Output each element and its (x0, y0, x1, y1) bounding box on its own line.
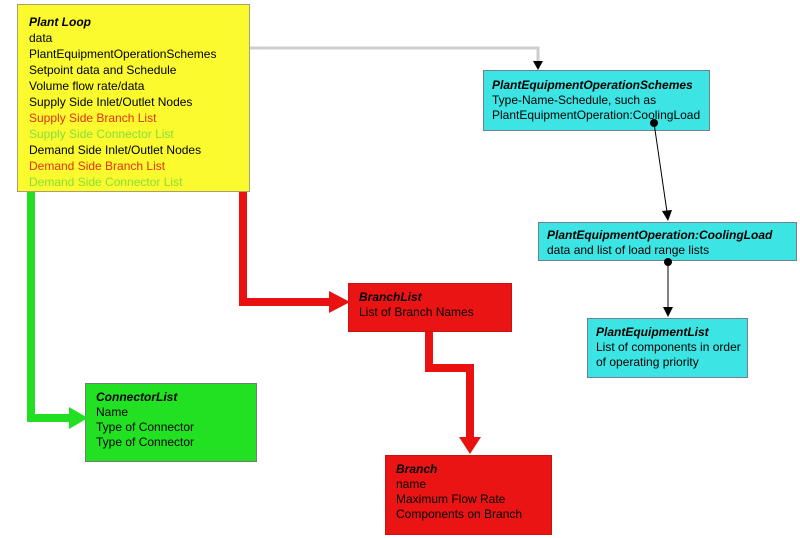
box-line: Supply Side Branch List (29, 111, 157, 125)
box-title: Branch (396, 462, 438, 476)
box-line: Demand Side Inlet/Outlet Nodes (29, 143, 202, 157)
box-line: Name (96, 405, 129, 419)
box-line: Type-Name-Schedule, such as (492, 93, 657, 107)
plant-loop-box: Plant Loop data PlantEquipmentOperationS… (17, 4, 250, 192)
plant-equipment-operation-schemes-box: PlantEquipmentOperationSchemes Type-Name… (483, 70, 710, 131)
box-line: Supply Side Inlet/Outlet Nodes (29, 95, 193, 109)
box-line: Demand Side Connector List (29, 175, 183, 189)
box-line: data (29, 31, 53, 45)
box-line: Supply Side Connector List (29, 127, 174, 141)
box-line: Type of Connector (96, 420, 195, 434)
plantloop-to-connectorlist-arrow (27, 192, 88, 429)
branchlist-to-branch-arrow (425, 332, 481, 454)
box-line: Demand Side Branch List (29, 159, 166, 173)
box-title: Plant Loop (29, 15, 91, 29)
box-line: Components on Branch (396, 507, 523, 521)
box-line: Maximum Flow Rate (396, 492, 506, 506)
box-title: PlantEquipmentList (596, 325, 709, 339)
box-line: List of components in order (596, 340, 741, 354)
box-line: of operating priority (596, 355, 699, 369)
plant-equipment-list-box: PlantEquipmentList List of components in… (587, 318, 748, 378)
box-line: PlantEquipmentOperationSchemes (29, 47, 217, 61)
box-line: name (396, 477, 427, 491)
connector-list-box: ConnectorList Name Type of Connector Typ… (85, 383, 257, 462)
branch-list-box: BranchList List of Branch Names (348, 283, 512, 332)
box-title: ConnectorList (96, 390, 178, 404)
box-line: Setpoint data and Schedule (29, 63, 177, 77)
plantloop-to-schemes-connector (250, 46, 543, 70)
box-line: data and list of load range lists (547, 243, 710, 257)
box-line: List of Branch Names (359, 305, 474, 319)
schemes-to-coolingload-connector (650, 119, 672, 221)
coolingload-to-equipmentlist-connector (663, 258, 673, 317)
box-line: PlantEquipmentOperation:CoolingLoad (492, 108, 701, 122)
plantloop-to-branchlist-arrow (239, 192, 350, 313)
box-title: PlantEquipmentOperationSchemes (492, 78, 693, 92)
cooling-load-box: PlantEquipmentOperation:CoolingLoad data… (538, 222, 797, 261)
box-line: Volume flow rate/data (29, 79, 145, 93)
branch-box: Branch name Maximum Flow Rate Components… (385, 455, 552, 535)
box-title: PlantEquipmentOperation:CoolingLoad (547, 228, 773, 242)
box-title: BranchList (359, 290, 422, 304)
box-line: Type of Connector (96, 435, 195, 449)
